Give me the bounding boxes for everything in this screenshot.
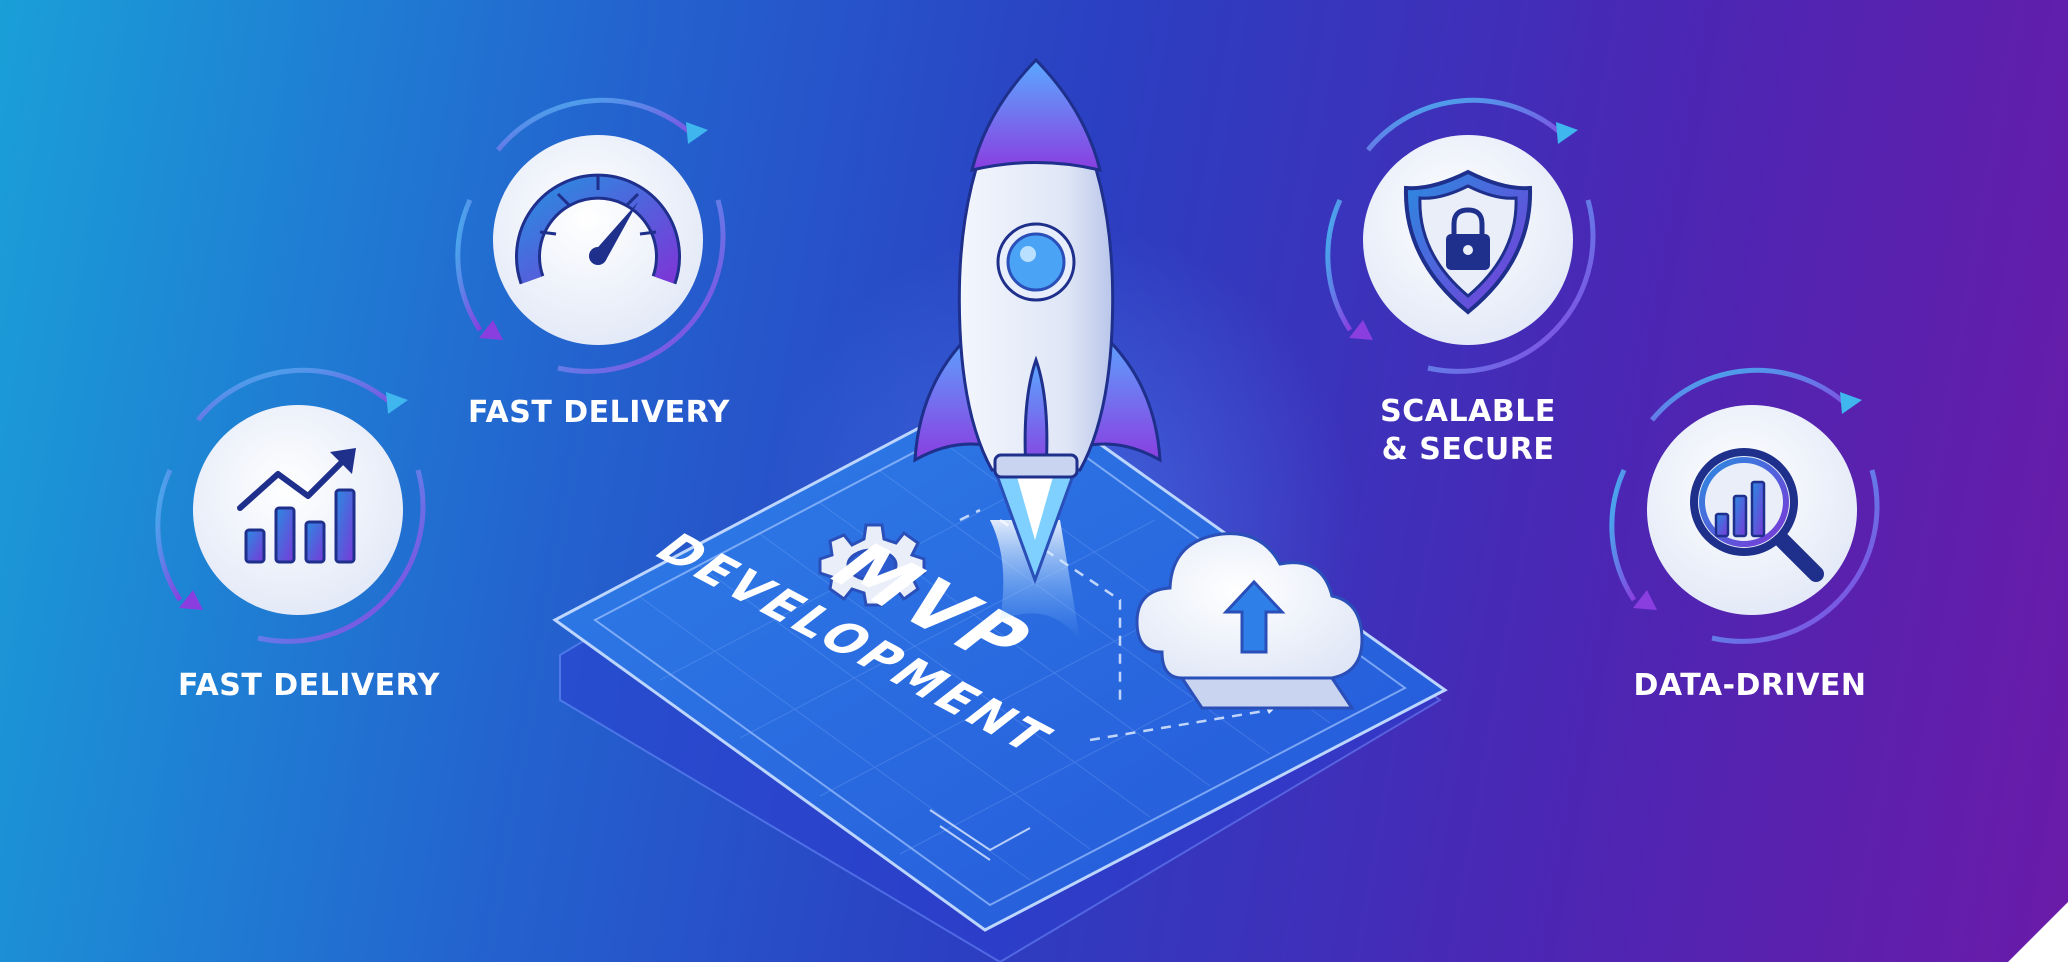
feature-label-speed: FAST DELIVERY xyxy=(468,395,730,430)
feature-label-secure-line1: SCALABLE xyxy=(1380,394,1556,429)
feature-label-secure: SCALABLE & SECURE xyxy=(1348,393,1588,469)
feature-speedometer xyxy=(455,97,726,374)
rocket-icon xyxy=(913,57,1162,640)
shield-lock-icon xyxy=(1403,169,1533,315)
feature-label-secure-line2: & SECURE xyxy=(1381,432,1555,467)
feature-label-growth: FAST DELIVERY xyxy=(178,668,440,703)
corner-mark xyxy=(2008,902,2068,962)
feature-magnifier-chart xyxy=(1609,367,1880,644)
magnifier-chart-icon xyxy=(1690,448,1824,582)
feature-label-data: DATA-DRIVEN xyxy=(1633,668,1867,703)
blueprint-board xyxy=(552,378,1448,962)
growth-chart-icon xyxy=(244,488,356,564)
feature-growth-chart xyxy=(155,367,426,644)
cloud-upload-icon xyxy=(1135,532,1364,710)
gear-icon xyxy=(818,523,926,607)
speedometer-icon xyxy=(515,173,681,285)
feature-shield-lock xyxy=(1325,97,1596,374)
